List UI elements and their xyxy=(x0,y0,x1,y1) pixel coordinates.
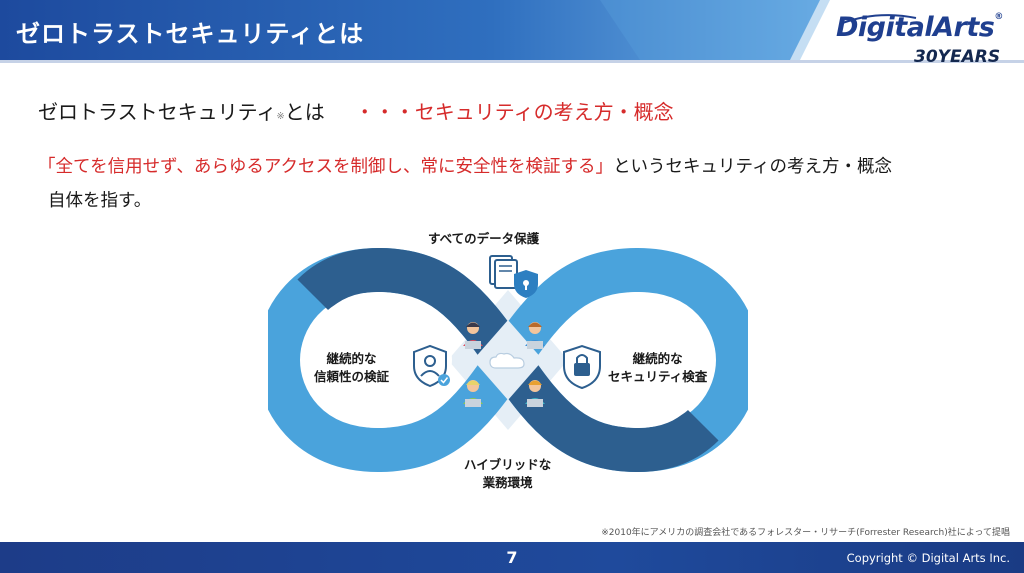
user-shield-icon xyxy=(413,344,450,388)
logo-arc-graphic xyxy=(839,14,917,25)
footnote-mark: ※ xyxy=(276,111,285,122)
footer-bar: 7 Copyright © Digital Arts Inc. xyxy=(0,542,1024,573)
infinity-graphic xyxy=(255,247,761,473)
label-trust-verification: 継続的な 信頼性の検証 xyxy=(314,350,389,386)
copyright: Copyright © Digital Arts Inc. xyxy=(846,551,1010,565)
person-laptop-icon xyxy=(525,322,545,349)
label-hybrid-work: ハイブリッドな 業務環境 xyxy=(464,456,551,492)
person-laptop-icon xyxy=(463,380,483,407)
logo-main-text: DigitalArts xyxy=(836,12,995,43)
person-laptop-icon xyxy=(463,322,483,349)
footnote: ※2010年にアメリカの調査会社であるフォレスター・リサーチ(Forrester… xyxy=(601,528,1010,538)
padlock-shield-icon xyxy=(563,344,601,390)
slide-title: ゼロトラストセキュリティとは xyxy=(16,20,365,48)
title-bar: ゼロトラストセキュリティとは xyxy=(0,0,1024,66)
label-security-inspection-line1: 継続的な xyxy=(632,351,683,366)
label-trust-verification-line2: 信頼性の検証 xyxy=(314,369,390,384)
heading-accent: ・・・セキュリティの考え方・概念 xyxy=(354,100,674,124)
person-laptop-icon xyxy=(525,380,545,407)
label-security-inspection: 継続的な セキュリティ検査 xyxy=(608,350,707,386)
label-hybrid-work-line1: ハイブリッドな xyxy=(464,457,552,472)
label-security-inspection-line2: セキュリティ検査 xyxy=(608,369,708,384)
title-bar-background xyxy=(0,0,1024,63)
heading-suffix: とは xyxy=(284,100,325,124)
definition-highlight: 「全てを信用せず、あらゆるアクセスを制御し、常に安全性を検証する」 xyxy=(38,157,614,177)
company-logo: DigitalArts® 30YEARS xyxy=(836,12,1016,70)
label-trust-verification-line1: 継続的な xyxy=(326,351,377,366)
left-loop-dark-segment xyxy=(297,247,527,373)
zero-trust-infinity-diagram: すべてのデータ保護 継続的な 信頼性の検証 継続的な セキュリティ検査 ハイブリ… xyxy=(255,220,761,500)
heading: ゼロトラストセキュリティ※とは ・・・セキュリティの考え方・概念 xyxy=(38,96,674,125)
logo-30years: 30YEARS xyxy=(914,47,1001,67)
label-data-protection: すべてのデータ保護 xyxy=(428,231,540,246)
document-lock-icon xyxy=(489,255,538,298)
page-number: 7 xyxy=(506,548,518,567)
heading-prefix: ゼロトラストセキュリティ xyxy=(38,100,277,124)
label-hybrid-work-line2: 業務環境 xyxy=(482,475,533,490)
definition-paragraph: 「全てを信用せず、あらゆるアクセスを制御し、常に安全性を検証する」というセキュリ… xyxy=(38,150,938,218)
definition-line2: 自体を指す。 xyxy=(48,191,152,211)
cloud-icon xyxy=(489,352,525,369)
logo-wordmark: DigitalArts® xyxy=(836,12,1003,43)
logo-registered-mark: ® xyxy=(994,12,1003,22)
definition-text: というセキュリティの考え方・概念 xyxy=(613,157,893,177)
